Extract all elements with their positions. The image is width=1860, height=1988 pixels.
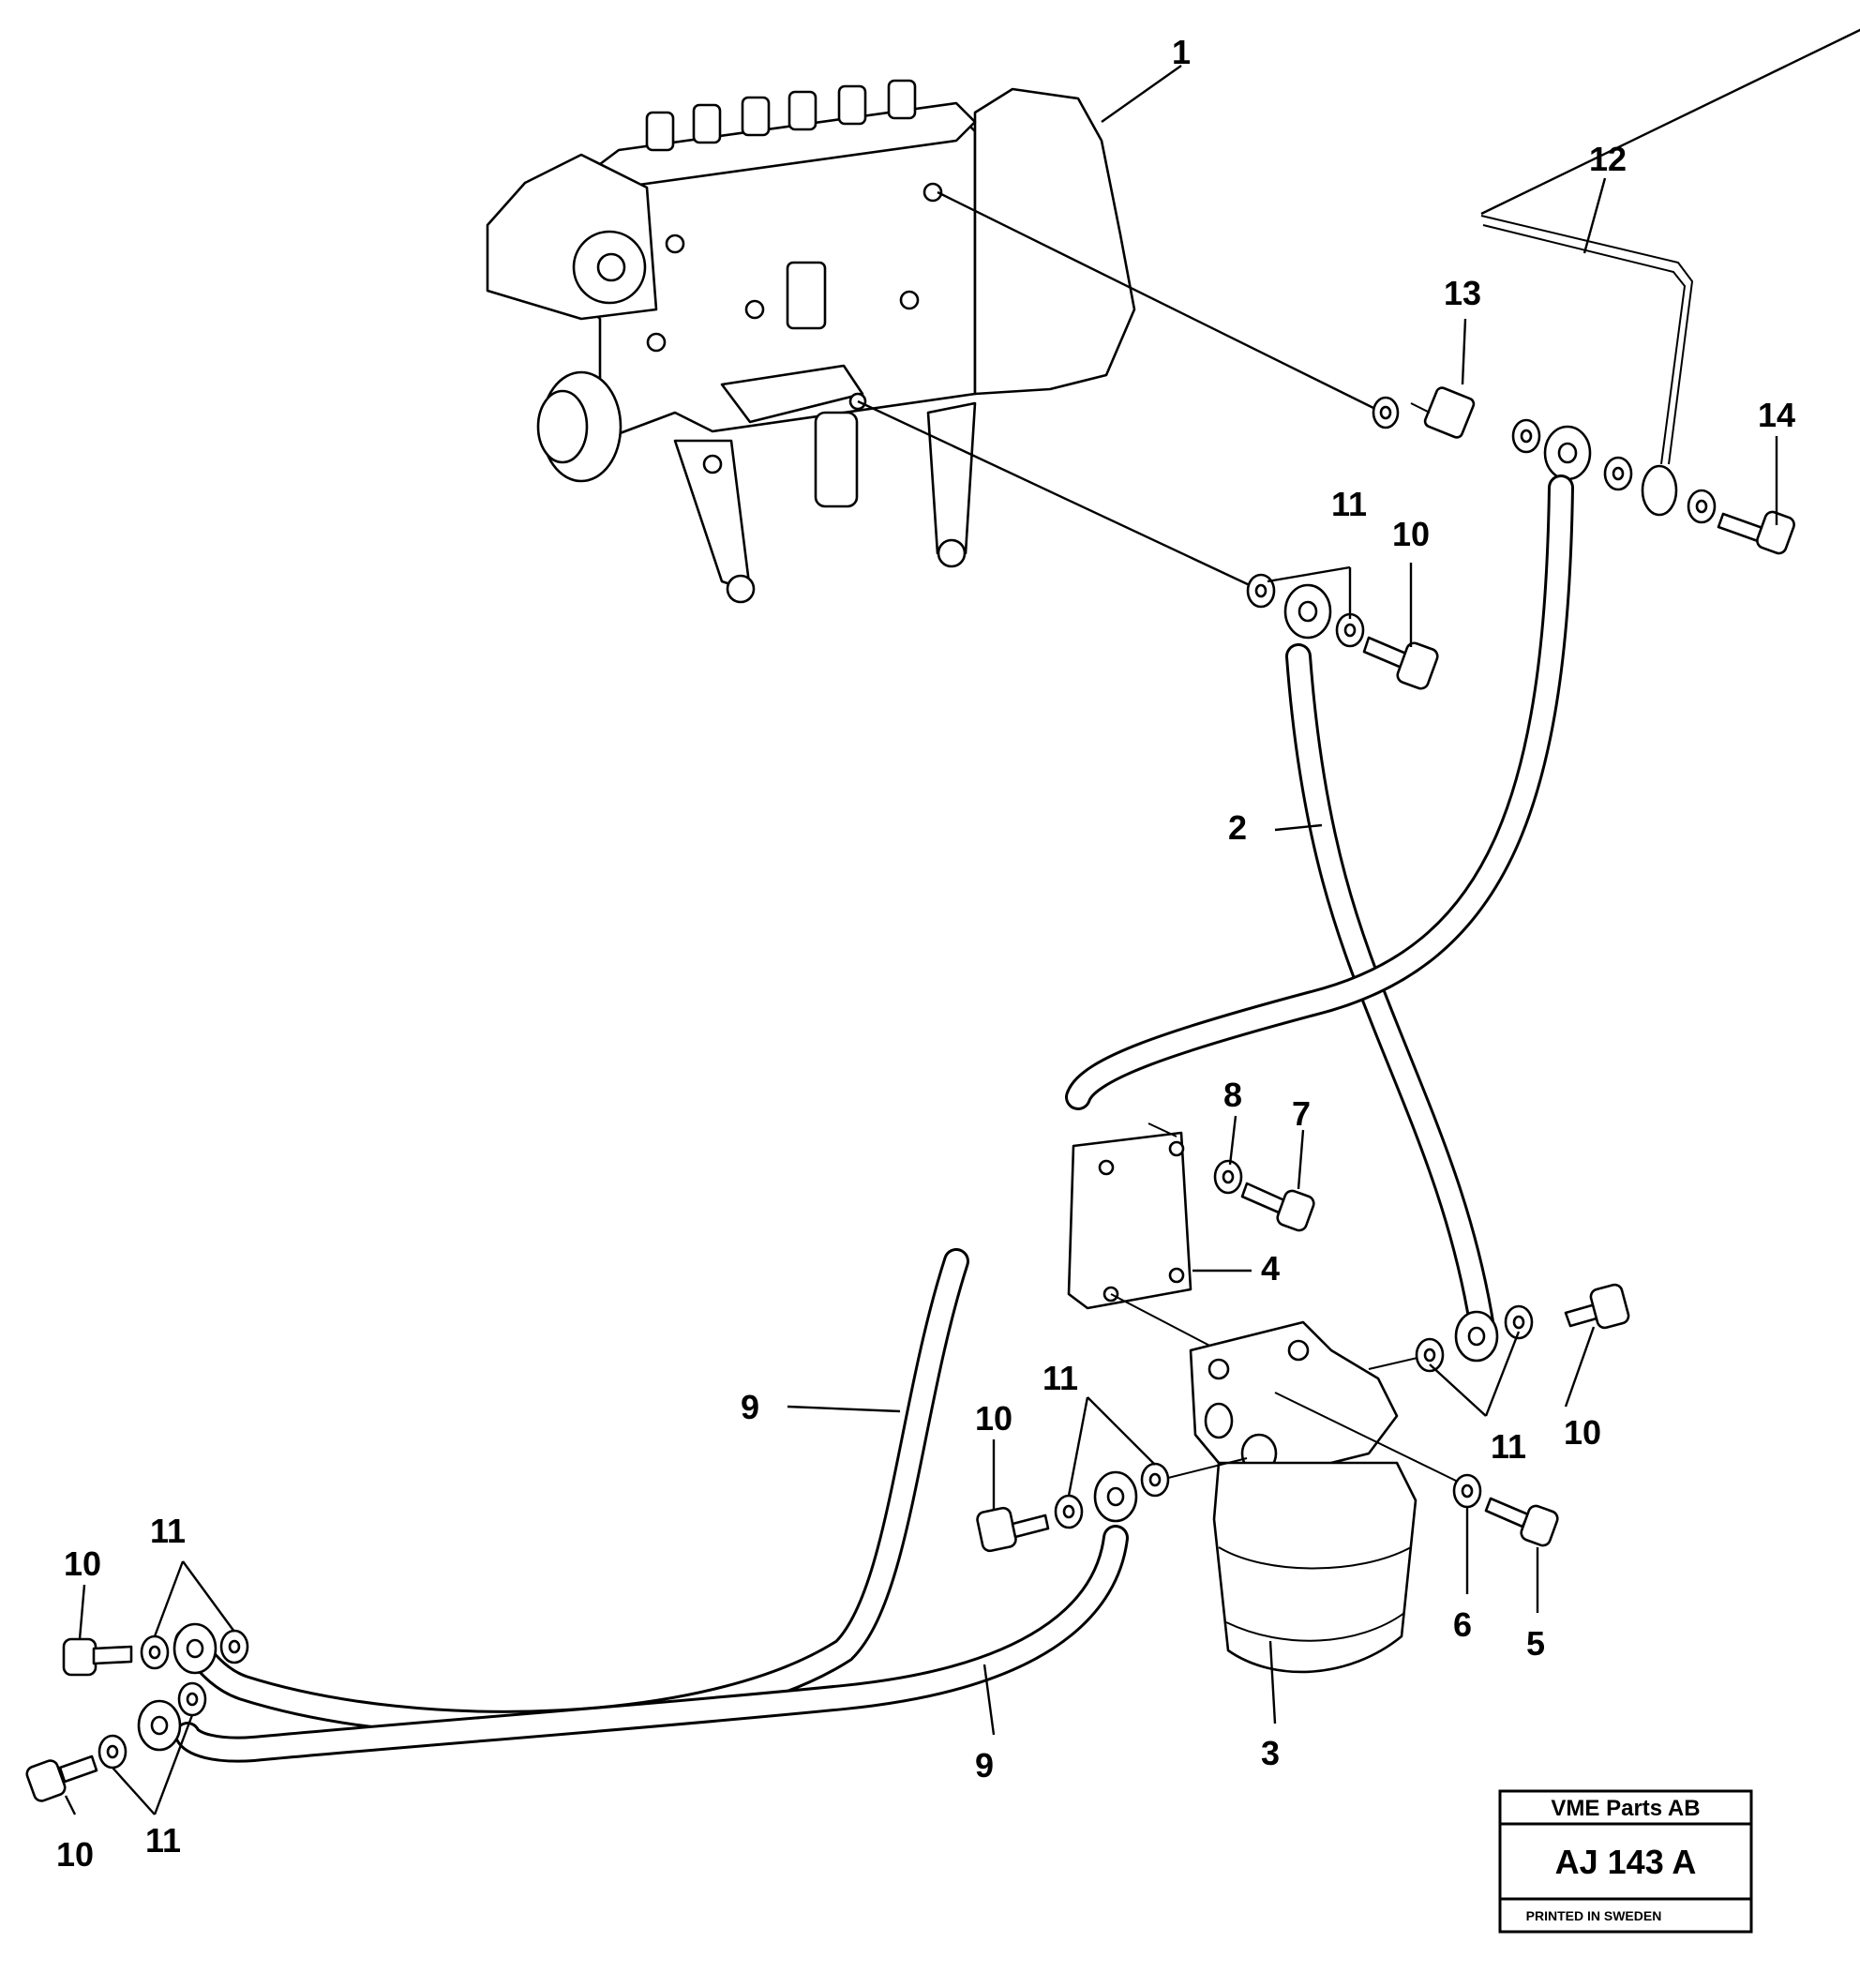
fuel-filter-3 bbox=[1110, 1293, 1459, 1674]
banjo-assembly-top-right bbox=[1372, 386, 1795, 555]
leader-pump-to-return bbox=[937, 190, 1374, 410]
stamp-code: AJ 143 A bbox=[1555, 1843, 1697, 1881]
callout-11: 11 bbox=[145, 1821, 181, 1860]
return-pipe-top bbox=[1480, 28, 1860, 216]
stamp-company: VME Parts AB bbox=[1551, 1796, 1700, 1821]
callout-5: 5 bbox=[1526, 1624, 1545, 1663]
parts-stamp: VME Parts AB AJ 143 A PRINTED IN SWEDEN bbox=[1498, 1789, 1753, 1934]
delivery-valves bbox=[645, 79, 917, 152]
banjo-assembly-feed bbox=[1246, 573, 1439, 690]
callout-9: 9 bbox=[741, 1388, 759, 1426]
callout-11: 11 bbox=[1491, 1427, 1526, 1466]
callout-11: 11 bbox=[150, 1512, 186, 1550]
callout-labels: 1 12 13 14 11 10 2 8 7 4 11 10 6 5 11 10… bbox=[56, 33, 1795, 1874]
callout-1: 1 bbox=[1172, 33, 1191, 71]
leader-pump-to-feed bbox=[857, 399, 1252, 588]
return-pipe-12 bbox=[1480, 215, 1694, 465]
callout-11: 11 bbox=[1331, 485, 1367, 523]
callout-9: 9 bbox=[975, 1746, 994, 1785]
callout-10: 10 bbox=[64, 1544, 101, 1583]
injection-pump bbox=[486, 79, 1136, 604]
callout-13: 13 bbox=[1444, 274, 1481, 312]
callout-6: 6 bbox=[1453, 1605, 1472, 1644]
callout-3: 3 bbox=[1261, 1734, 1280, 1772]
callout-2: 2 bbox=[1228, 808, 1247, 847]
banjo-assembly-bottom-left-lower bbox=[25, 1681, 207, 1802]
bolt-5-washer-6 bbox=[1452, 1473, 1559, 1547]
banjo-assembly-filter-left bbox=[976, 1457, 1248, 1553]
callout-12: 12 bbox=[1589, 140, 1627, 178]
bolt-7-washer-8 bbox=[1213, 1159, 1315, 1232]
callout-10: 10 bbox=[56, 1835, 94, 1874]
callout-8: 8 bbox=[1223, 1076, 1242, 1114]
hose-9-lower bbox=[174, 1525, 1129, 1763]
callout-10: 10 bbox=[1564, 1413, 1601, 1452]
banjo-assembly-filter-right bbox=[1415, 1283, 1630, 1373]
callout-leaders bbox=[64, 65, 1778, 1815]
callout-10: 10 bbox=[975, 1399, 1012, 1438]
callout-4: 4 bbox=[1261, 1249, 1280, 1288]
banjo-assembly-bottom-left-upper bbox=[62, 1622, 249, 1677]
callout-14: 14 bbox=[1758, 396, 1795, 434]
stamp-footer: PRINTED IN SWEDEN bbox=[1526, 1908, 1662, 1923]
bracket-4 bbox=[1067, 1122, 1192, 1310]
hose-9-upper bbox=[174, 1248, 969, 1737]
callout-7: 7 bbox=[1292, 1094, 1311, 1133]
return-pipe-eye bbox=[1641, 464, 1678, 517]
hose-2 bbox=[1285, 643, 1494, 1335]
hose-return bbox=[1065, 474, 1574, 1110]
callout-10: 10 bbox=[1392, 515, 1430, 553]
callout-11: 11 bbox=[1042, 1359, 1078, 1397]
